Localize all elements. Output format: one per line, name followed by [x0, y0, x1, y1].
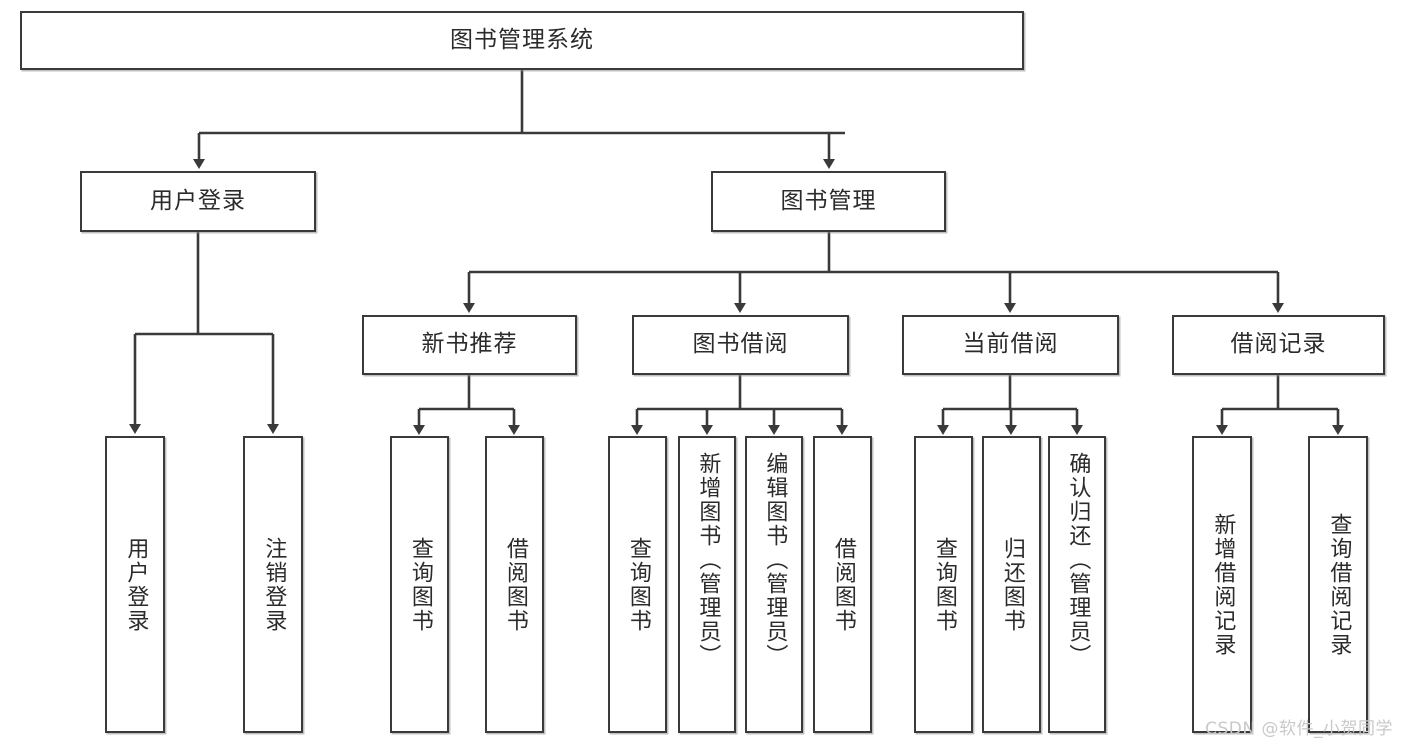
node-leaf-borrow-book-2[interactable]: 借阅图书	[813, 436, 872, 733]
node-user-login[interactable]: 用户登录	[80, 171, 316, 232]
watermark-text: CSDN @软件_小贺同学	[1205, 719, 1393, 739]
node-leaf-add-book-label: 新增图书（管理员）	[695, 452, 721, 668]
node-user-login-label: 用户登录	[150, 187, 246, 214]
node-new-book-recommend-label: 新书推荐	[421, 331, 518, 358]
node-leaf-add-record-label: 新增借阅记录	[1210, 512, 1236, 657]
node-leaf-edit-book[interactable]: 编辑图书（管理员）	[745, 436, 803, 733]
node-borrow-record[interactable]: 借阅记录	[1172, 315, 1385, 375]
node-leaf-logout-label: 注销登录	[261, 536, 287, 633]
node-leaf-add-record[interactable]: 新增借阅记录	[1192, 436, 1252, 733]
node-book-borrow-label: 图书借阅	[692, 331, 789, 358]
node-leaf-logout[interactable]: 注销登录	[243, 436, 303, 733]
node-leaf-query-book-1-label: 查询图书	[407, 536, 433, 633]
node-leaf-confirm-return[interactable]: 确认归还（管理员）	[1048, 436, 1106, 733]
node-book-manage[interactable]: 图书管理	[711, 171, 946, 232]
node-leaf-query-book-2-label: 查询图书	[625, 536, 651, 633]
node-leaf-edit-book-label: 编辑图书（管理员）	[762, 452, 788, 668]
node-leaf-add-book[interactable]: 新增图书（管理员）	[678, 436, 736, 733]
node-leaf-borrow-book-1[interactable]: 借阅图书	[485, 436, 544, 733]
node-leaf-borrow-book-1-label: 借阅图书	[502, 536, 528, 633]
node-root[interactable]: 图书管理系统	[20, 11, 1024, 70]
node-leaf-query-book-2[interactable]: 查询图书	[608, 436, 667, 733]
node-leaf-query-book-3-label: 查询图书	[931, 536, 957, 633]
node-leaf-return-book-label: 归还图书	[999, 536, 1025, 633]
node-leaf-user-login-label: 用户登录	[123, 536, 149, 633]
node-book-manage-label: 图书管理	[780, 187, 877, 214]
node-leaf-return-book[interactable]: 归还图书	[982, 436, 1041, 733]
node-current-borrow-label: 当前借阅	[962, 331, 1059, 358]
node-book-borrow[interactable]: 图书借阅	[632, 315, 849, 375]
node-leaf-query-book-3[interactable]: 查询图书	[914, 436, 973, 733]
node-leaf-confirm-return-label: 确认归还（管理员）	[1065, 452, 1091, 668]
node-leaf-query-record[interactable]: 查询借阅记录	[1308, 436, 1368, 733]
node-leaf-query-record-label: 查询借阅记录	[1326, 512, 1352, 657]
node-current-borrow[interactable]: 当前借阅	[902, 315, 1119, 375]
node-new-book-recommend[interactable]: 新书推荐	[362, 315, 577, 375]
node-root-label: 图书管理系统	[450, 26, 594, 53]
node-borrow-record-label: 借阅记录	[1230, 331, 1327, 358]
node-leaf-user-login[interactable]: 用户登录	[105, 436, 165, 733]
node-leaf-borrow-book-2-label: 借阅图书	[830, 536, 856, 633]
node-leaf-query-book-1[interactable]: 查询图书	[390, 436, 449, 733]
